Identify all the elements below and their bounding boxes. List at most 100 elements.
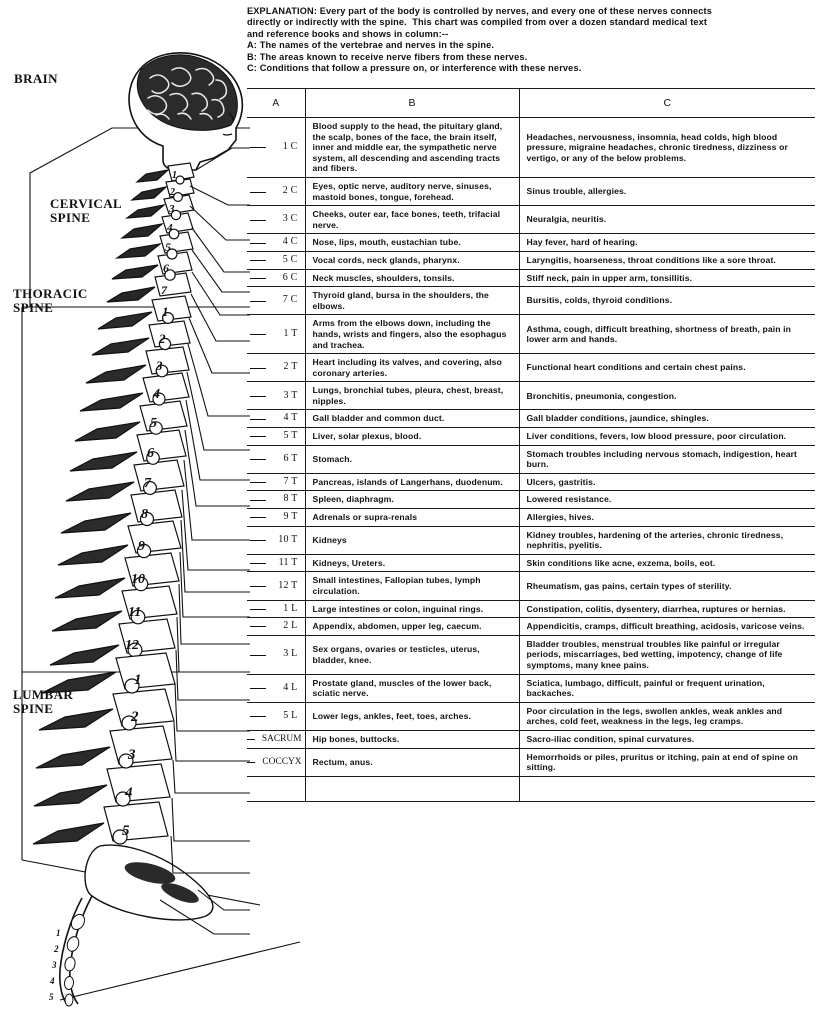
vertebra-label: 3 C [247, 205, 306, 235]
conditions-cell: Bronchitis, pneumonia, congestion. [519, 381, 815, 411]
leader-line [250, 688, 266, 690]
conditions-cell: Sinus trouble, allergies. [519, 176, 815, 207]
nerve-leader-lines [159, 147, 250, 935]
conditions-cell: Liver conditions, fevers, low blood pres… [519, 427, 815, 446]
svg-text:7: 7 [161, 283, 168, 297]
leader-line [250, 654, 266, 656]
areas-cell: Appendix, abdomen, upper leg, caecum. [305, 617, 520, 636]
explanation-line-3: and reference books and shows in column:… [247, 28, 449, 39]
vertebra-label: 9 T [247, 508, 306, 527]
svg-text:8: 8 [141, 507, 148, 522]
leader-line [250, 482, 266, 484]
svg-text:5: 5 [122, 823, 130, 839]
explanation-block: EXPLANATION: Every part of the body is c… [247, 6, 822, 74]
areas-cell: Arms from the elbows down, including the… [305, 314, 520, 355]
conditions-cell: Hay fever, hard of hearing. [519, 233, 815, 252]
areas-cell: Hip bones, buttocks. [305, 729, 520, 749]
thoracic-vertebrae [49, 295, 192, 666]
region-label-lumbar: LUMBAR SPINE [13, 687, 74, 716]
conditions-cell: Sacro-iliac condition, spinal curvatures… [519, 729, 815, 749]
leader-line [250, 260, 266, 262]
vertebra-label: 3 L [247, 634, 306, 675]
conditions-cell: Asthma, cough, difficult breathing, shor… [519, 314, 815, 355]
conditions-cell: Stomach troubles including nervous stoma… [519, 444, 815, 474]
sacrum-coccyx [59, 844, 214, 1007]
svg-text:6: 6 [163, 261, 169, 275]
leader-line [250, 608, 266, 610]
table-footer-cell [519, 775, 815, 802]
svg-text:5: 5 [49, 992, 54, 1002]
vertebra-label: 4 T [247, 409, 306, 429]
vertebra-label: 10 T [247, 525, 306, 555]
areas-cell: Spleen, diaphragm. [305, 490, 520, 510]
table-header-row: A B C [247, 88, 815, 118]
leader-line [250, 459, 266, 461]
leader-line [250, 626, 266, 628]
vertebra-label: 1 L [247, 599, 306, 619]
vertebra-numbers: 1 2 3 4 5 6 7 1 2 3 4 5 6 7 8 9 10 11 12… [49, 170, 177, 1002]
svg-text:3: 3 [168, 203, 175, 215]
areas-cell: Small intestines, Fallopian tubes, lymph… [305, 571, 520, 601]
leader-line [250, 334, 266, 336]
explanation-line-c: C: Conditions that follow a pressure on,… [247, 63, 582, 74]
areas-cell: Cheeks, outer ear, face bones, teeth, tr… [305, 205, 520, 235]
column-header-b: B [305, 88, 520, 118]
vertebra-label: COCCYX [247, 747, 306, 777]
conditions-cell: Headaches, nervousness, insomnia, head c… [519, 117, 815, 178]
explanation-line-a: A: The names of the vertebrae and nerves… [247, 40, 495, 51]
areas-cell: Blood supply to the head, the pituitary … [305, 117, 520, 178]
svg-text:2: 2 [53, 944, 59, 954]
leader-line [250, 191, 266, 193]
leader-line [250, 563, 266, 565]
areas-cell: Prostate gland, muscles of the lower bac… [305, 673, 520, 703]
areas-cell: Thyroid gland, bursa in the shoulders, t… [305, 286, 520, 316]
vertebra-label: 4 L [247, 673, 306, 703]
conditions-cell: Stiff neck, pain in upper arm, tonsillit… [519, 268, 815, 288]
areas-cell: Heart including its valves, and covering… [305, 353, 520, 383]
svg-text:1: 1 [162, 304, 169, 319]
svg-text:9: 9 [138, 539, 145, 554]
svg-text:7: 7 [144, 476, 152, 491]
svg-text:5: 5 [150, 416, 157, 431]
areas-cell: Lungs, bronchial tubes, pleura, chest, b… [305, 381, 520, 411]
vertebra-label: 6 T [247, 444, 306, 474]
vertebra-label: 5 C [247, 250, 306, 270]
svg-text:2: 2 [130, 709, 139, 725]
vertebra-label: 2 T [247, 353, 306, 383]
conditions-cell: Constipation, colitis, dysentery, diarrh… [519, 599, 815, 619]
areas-cell: Adrenals or supra-renals [305, 508, 520, 527]
vertebra-label: 3 T [247, 381, 306, 411]
svg-text:4: 4 [166, 222, 173, 234]
leader-line [247, 739, 255, 741]
svg-text:12: 12 [125, 638, 139, 653]
vertebra-label: 2 C [247, 176, 306, 207]
leader-line [250, 517, 266, 519]
areas-cell: Gall bladder and common duct. [305, 409, 520, 429]
svg-text:1: 1 [134, 672, 142, 688]
leader-line [250, 242, 266, 244]
column-header-c: C [519, 88, 815, 118]
svg-text:5: 5 [165, 240, 171, 254]
svg-text:2: 2 [158, 331, 166, 346]
explanation-line-2: directly or indirectly with the spine. T… [247, 17, 708, 28]
region-label-cervical: CERVICAL SPINE [50, 196, 123, 225]
svg-text:2: 2 [169, 187, 175, 198]
areas-cell: Large intestines or colon, inguinal ring… [305, 599, 520, 619]
svg-text:4: 4 [152, 387, 160, 402]
cervical-vertebrae [106, 162, 195, 303]
conditions-cell: Bursitis, colds, thyroid conditions. [519, 286, 815, 316]
